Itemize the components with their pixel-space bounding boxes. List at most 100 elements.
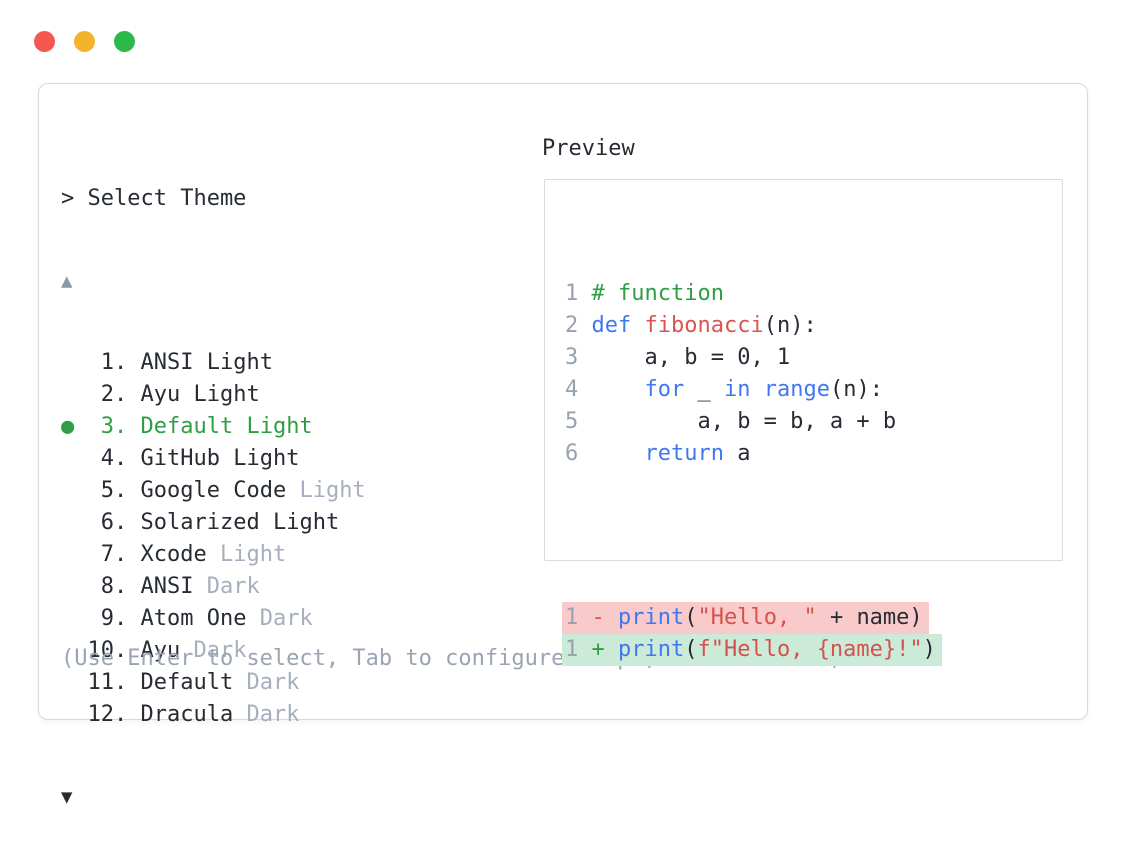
theme-list-item-dracula[interactable]: 12. Dracula Dark [61, 699, 366, 731]
code-token: # function [591, 281, 724, 306]
theme-number: 1. [100, 350, 128, 375]
code-token: (n): [763, 313, 817, 338]
theme-number: 3. [100, 414, 128, 439]
code-token [592, 441, 645, 466]
code-token: range [763, 377, 830, 402]
theme-name: Default [140, 670, 234, 695]
theme-list-item-ayu[interactable]: 10. Ayu Dark [61, 635, 366, 667]
theme-list-item-default[interactable]: ● 3. Default Light [61, 411, 366, 443]
code-line: 6 return a [565, 438, 1062, 470]
theme-name: GitHub [140, 446, 220, 471]
code-token: ) [922, 637, 936, 662]
maximize-button[interactable] [114, 31, 135, 52]
theme-list-item-atom-one[interactable]: 9. Atom One Dark [61, 603, 366, 635]
diff-lines: 1 - print("Hello, " + name)1 + print(f"H… [562, 602, 1062, 666]
selected-theme-bullet: ● [61, 414, 75, 439]
code-token: def [591, 313, 632, 338]
code-token: return [644, 441, 724, 466]
code-token [750, 377, 763, 402]
scroll-down-icon[interactable]: ▼ [61, 786, 73, 808]
theme-variant: Dark [246, 670, 300, 695]
line-number: 5 [565, 409, 579, 434]
code-line: 3 a, b = 0, 1 [565, 342, 1062, 374]
line-number: 4 [565, 377, 579, 402]
scroll-up-icon[interactable]: ▲ [61, 270, 73, 292]
window-controls [34, 31, 135, 52]
theme-variant: Dark [193, 638, 247, 663]
select-theme-prompt: > Select Theme [61, 186, 247, 211]
diff-added-line: 1 + print(f"Hello, {name}!") [562, 634, 1062, 666]
code-token: a, b = b, a + b [591, 409, 897, 434]
theme-variant: Light [219, 542, 287, 567]
theme-list-item-xcode[interactable]: 7. Xcode Light [61, 539, 366, 571]
theme-list-item-default[interactable]: 11. Default Dark [61, 667, 366, 699]
theme-name: Dracula [140, 702, 234, 727]
theme-number: 10. [87, 638, 128, 663]
theme-name: Solarized [140, 510, 260, 535]
theme-number: 2. [100, 382, 128, 407]
diff-highlight: 1 - print("Hello, " + name) [562, 602, 929, 634]
theme-list-item-ansi[interactable]: 8. ANSI Dark [61, 571, 366, 603]
line-number: 1 [565, 637, 579, 662]
preview-title: Preview [542, 136, 635, 161]
minimize-button[interactable] [74, 31, 95, 52]
code-line: 2 def fibonacci(n): [565, 310, 1062, 342]
theme-number: 9. [100, 606, 128, 631]
line-number: 1 [565, 605, 579, 630]
diff-sign: - [591, 605, 605, 630]
theme-number: 11. [87, 670, 128, 695]
diff-removed-line: 1 - print("Hello, " + name) [562, 602, 1062, 634]
theme-name: ANSI [140, 350, 194, 375]
theme-variant: Light [233, 446, 300, 471]
code-token: fibonacci [644, 313, 764, 338]
theme-number: 7. [100, 542, 128, 567]
theme-list-item-github[interactable]: 4. GitHub Light [61, 443, 366, 475]
code-token: "Hello, " [697, 605, 817, 630]
blank-line [565, 520, 1062, 552]
theme-name: Ayu [140, 638, 181, 663]
theme-number: 8. [100, 574, 128, 599]
theme-number: 5. [100, 478, 128, 503]
code-line: 5 a, b = b, a + b [565, 406, 1062, 438]
theme-number: 4. [100, 446, 128, 471]
theme-list-item-ayu[interactable]: 2. Ayu Light [61, 379, 366, 411]
line-number: 6 [565, 441, 579, 466]
theme-variant: Dark [246, 702, 300, 727]
theme-variant: Dark [259, 606, 313, 631]
theme-variant: Light [206, 350, 273, 375]
code-token: ( [684, 637, 698, 662]
code-token [631, 313, 644, 338]
theme-variant: Light [193, 382, 260, 407]
theme-name: Default [140, 414, 234, 439]
code-token: a [723, 441, 751, 466]
code-line: 1 # function [565, 278, 1062, 310]
code-token: a, b = 0, 1 [591, 345, 791, 370]
theme-list-item-solarized[interactable]: 6. Solarized Light [61, 507, 366, 539]
theme-variant: Light [272, 510, 340, 535]
theme-number: 6. [100, 510, 128, 535]
code-token: in [723, 377, 751, 402]
line-number: 2 [565, 313, 579, 338]
theme-list-item-ansi[interactable]: 1. ANSI Light [61, 347, 366, 379]
code-token: ( [684, 605, 698, 630]
theme-list-item-google-code[interactable]: 5. Google Code Light [61, 475, 366, 507]
theme-name: Google Code [140, 478, 287, 503]
close-button[interactable] [34, 31, 55, 52]
code-token: + name) [816, 605, 923, 630]
theme-variant: Light [299, 478, 366, 503]
theme-list-column: > Select Theme ▲ 1. ANSI Light 2. Ayu Li… [61, 133, 366, 863]
code-token: f"Hello, {name}!" [697, 637, 923, 662]
line-number: 3 [565, 345, 579, 370]
theme-name: Xcode [140, 542, 207, 567]
code-line: 4 for _ in range(n): [565, 374, 1062, 406]
code-token: print [618, 637, 685, 662]
diff-sign: + [591, 637, 605, 662]
theme-name: ANSI [140, 574, 194, 599]
code-token: for [644, 377, 685, 402]
theme-number: 12. [87, 702, 128, 727]
code-token: (n): [829, 377, 883, 402]
code-token: _ [684, 377, 724, 402]
